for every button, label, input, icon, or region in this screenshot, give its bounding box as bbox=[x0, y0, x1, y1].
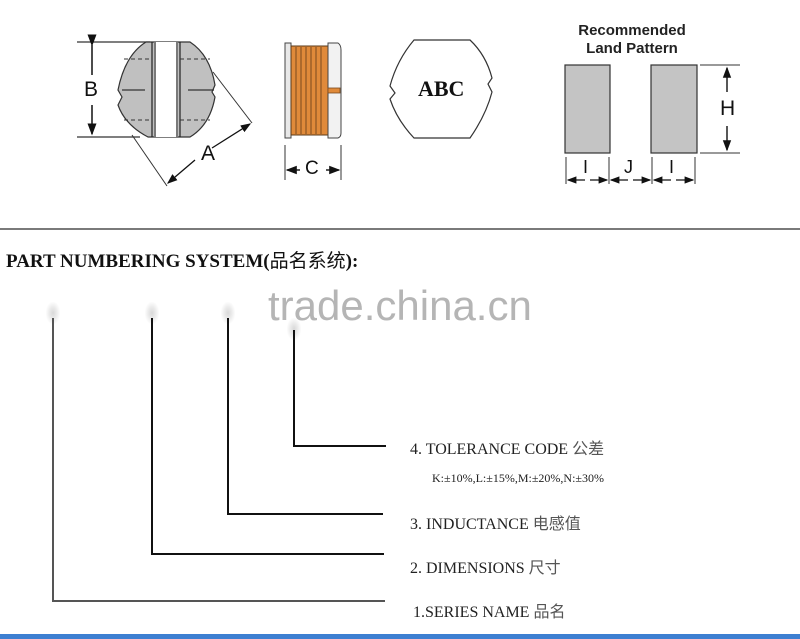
line-tip-3 bbox=[221, 302, 235, 324]
item-label: 1.SERIES NAME bbox=[413, 604, 530, 621]
heading-en: PART NUMBERING SYSTEM( bbox=[6, 251, 270, 272]
line-tip-2 bbox=[145, 302, 159, 324]
core-front-view bbox=[389, 39, 493, 139]
dim-label-i-left: I bbox=[583, 157, 589, 177]
heading-cn: 品名系统 bbox=[269, 251, 346, 272]
dim-label-b: B bbox=[84, 78, 99, 101]
section-divider bbox=[0, 228, 800, 230]
item-label: 2. DIMENSIONS bbox=[410, 560, 525, 577]
line-tip-4 bbox=[287, 318, 301, 340]
land-pattern-title-line2: Land Pattern bbox=[586, 40, 678, 57]
land-pattern-title-line1: Recommended bbox=[578, 22, 686, 39]
dim-label-h: H bbox=[720, 97, 736, 120]
dim-label-a: A bbox=[201, 142, 216, 165]
item-label-cn: 电感值 bbox=[532, 516, 581, 533]
land-pattern bbox=[564, 64, 740, 184]
core-side-view bbox=[284, 42, 342, 180]
marking-text: ABC bbox=[418, 76, 465, 101]
watermark: trade.china.cn bbox=[268, 282, 532, 329]
item-series-name: 1.SERIES NAME 品名 bbox=[413, 598, 565, 622]
dim-label-c: C bbox=[305, 158, 319, 179]
tolerance-code-detail: K:±10%,L:±15%,M:±20%,N:±30% bbox=[432, 471, 604, 485]
item-label-cn: 品名 bbox=[533, 604, 566, 621]
dim-label-j: J bbox=[624, 157, 633, 177]
line-tip-1 bbox=[46, 302, 60, 324]
bottom-accent-bar bbox=[0, 634, 800, 639]
item-label-cn: 公差 bbox=[572, 441, 605, 458]
section-heading: PART NUMBERING SYSTEM(品名系统): bbox=[6, 246, 358, 273]
dim-label-i-right: I bbox=[669, 157, 675, 177]
item-dimensions: 2. DIMENSIONS 尺寸 bbox=[410, 554, 561, 578]
item-tolerance-code: 4. TOLERANCE CODE 公差 bbox=[410, 435, 604, 459]
item-label: 3. INDUCTANCE bbox=[410, 516, 529, 533]
heading-end: ): bbox=[345, 251, 359, 272]
item-inductance: 3. INDUCTANCE 电感值 bbox=[410, 510, 581, 534]
dimension-drawings bbox=[77, 34, 740, 187]
core-top-view bbox=[77, 34, 253, 187]
item-label: 4. TOLERANCE CODE bbox=[410, 441, 569, 458]
land-pattern-title: Recommended Land Pattern bbox=[552, 22, 712, 58]
item-label-cn: 尺寸 bbox=[528, 560, 561, 577]
